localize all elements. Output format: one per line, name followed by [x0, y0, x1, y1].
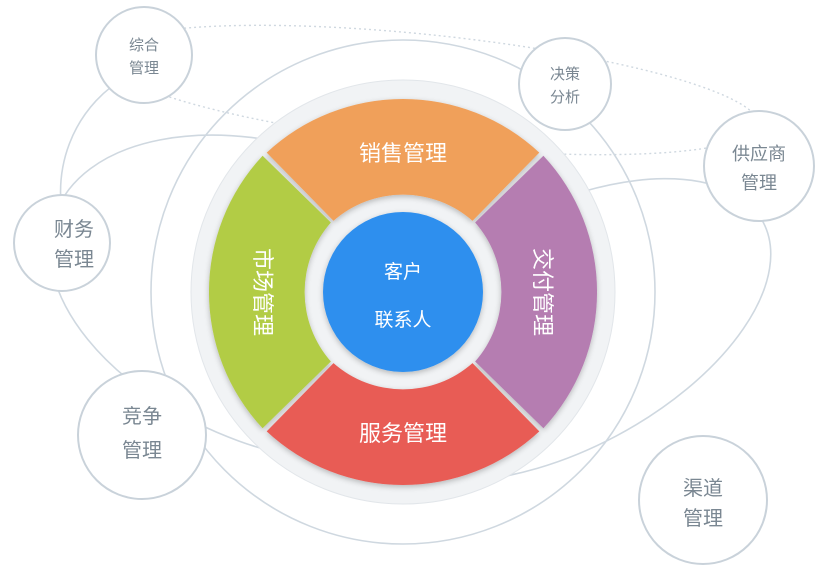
bubble-gongyingshang-circle[interactable] [703, 110, 815, 222]
bubble-jingzheng-circle[interactable] [77, 370, 207, 500]
bubble-jingzheng[interactable]: 竞争 管理 [77, 370, 207, 500]
bubble-caiwu-line1: 财务 [54, 217, 94, 241]
bubble-zonghe-line1: 综合 [129, 36, 159, 54]
segment-label-delivery: 交付管理 [529, 248, 554, 336]
bubble-gongyingshang-line1: 供应商 [732, 144, 786, 165]
bubble-qudao-line2: 管理 [683, 506, 723, 530]
bubble-qudao[interactable]: 渠道 管理 [638, 435, 768, 565]
segment-service[interactable] [266, 363, 540, 486]
bubble-caiwu[interactable]: 财务 管理 [13, 194, 111, 292]
bubble-zonghe-circle[interactable] [95, 6, 193, 104]
segment-label-market: 市场管理 [249, 248, 274, 336]
bubble-caiwu-circle[interactable] [13, 194, 111, 292]
bubble-zonghe-line2: 管理 [129, 59, 159, 77]
segment-sales[interactable] [266, 98, 540, 221]
bubble-juece[interactable]: 决策 分析 [518, 37, 612, 131]
ring-segments [208, 98, 598, 486]
bubble-qudao-line1: 渠道 [683, 476, 723, 500]
bubble-qudao-circle[interactable] [638, 435, 768, 565]
segment-label-service: 服务管理 [359, 422, 447, 447]
bubble-gongyingshang[interactable]: 供应商 管理 [703, 110, 815, 222]
segment-labels: 销售管理 交付管理 服务管理 市场管理 [249, 142, 554, 447]
center-circle[interactable] [323, 212, 483, 372]
bubble-caiwu-line2: 管理 [54, 247, 94, 271]
bubble-gongyingshang-line2: 管理 [741, 173, 777, 194]
center-label-line2: 联系人 [374, 309, 431, 331]
bubble-juece-line1: 决策 [550, 65, 580, 83]
center-label-line1: 客户 [384, 261, 422, 283]
bubble-jingzheng-line1: 竞争 [122, 404, 162, 428]
outer-orbit-circle [150, 39, 656, 545]
segment-label-sales: 销售管理 [359, 142, 447, 167]
bubble-juece-line2: 分析 [550, 88, 580, 106]
bubble-zonghe[interactable]: 综合 管理 [95, 6, 193, 104]
segment-market[interactable] [208, 155, 331, 429]
segment-delivery[interactable] [475, 155, 598, 429]
bubble-jingzheng-line2: 管理 [122, 438, 162, 462]
center-hub[interactable]: 客户 联系人 [323, 212, 483, 372]
bubble-juece-circle[interactable] [518, 37, 612, 131]
